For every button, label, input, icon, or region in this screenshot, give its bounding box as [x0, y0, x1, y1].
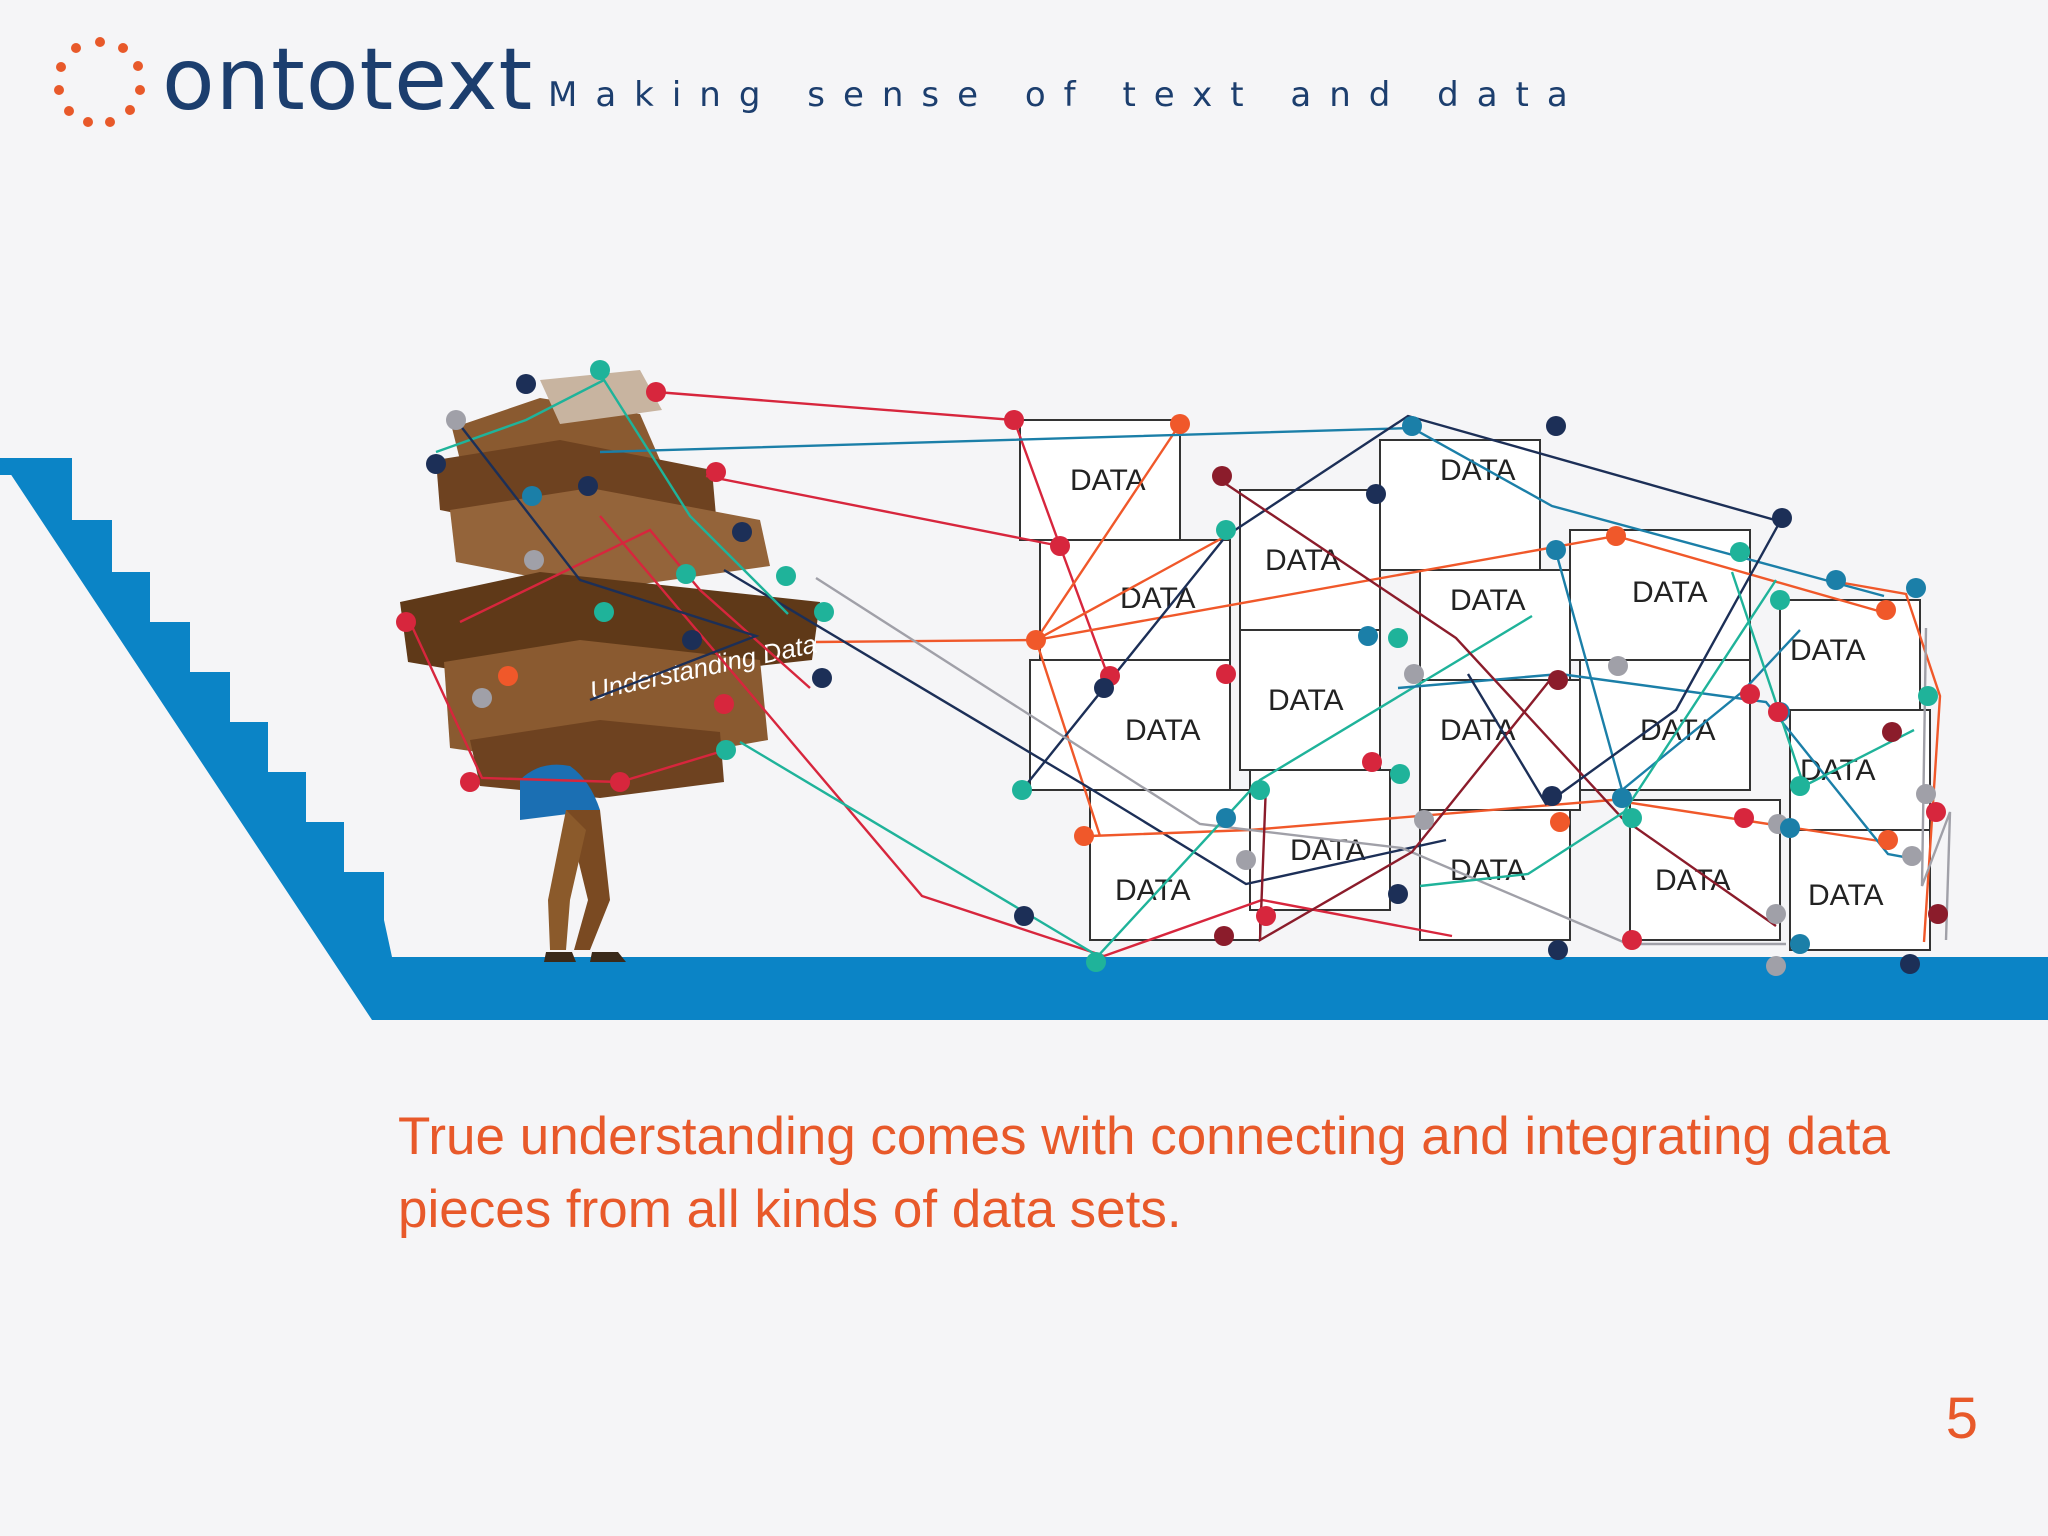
data-label: DATA: [1125, 714, 1201, 747]
data-label: DATA: [1440, 454, 1516, 487]
data-label: DATA: [1655, 864, 1731, 897]
header: ontotext Making sense of text and data: [52, 30, 1652, 130]
data-label: DATA: [1268, 684, 1344, 717]
data-label: DATA: [1808, 879, 1884, 912]
slide-caption: True understanding comes with connecting…: [398, 1107, 1890, 1239]
data-block-labels: DATA DATA DATA DATA DATA DATA DATA DATA …: [1070, 454, 1884, 912]
data-label: DATA: [1632, 576, 1708, 609]
tagline: Making sense of text and data: [548, 75, 1586, 115]
data-integration-illustration: Understanding Data DATA DATA DATA DATA D…: [0, 360, 2048, 1020]
data-block-wall: [1019, 419, 1931, 951]
data-label: DATA: [1115, 874, 1191, 907]
logo-wordmark: ontotext: [162, 30, 534, 130]
data-label: DATA: [1265, 544, 1341, 577]
connection-nodes: [396, 360, 1948, 976]
data-label: DATA: [1440, 714, 1516, 747]
data-label: DATA: [1070, 464, 1146, 497]
page-number: 5: [1945, 1386, 1978, 1451]
data-label: DATA: [1790, 634, 1866, 667]
person-figure: [520, 764, 626, 962]
data-label: DATA: [1450, 584, 1526, 617]
ontotext-logo-icon: [54, 37, 145, 127]
